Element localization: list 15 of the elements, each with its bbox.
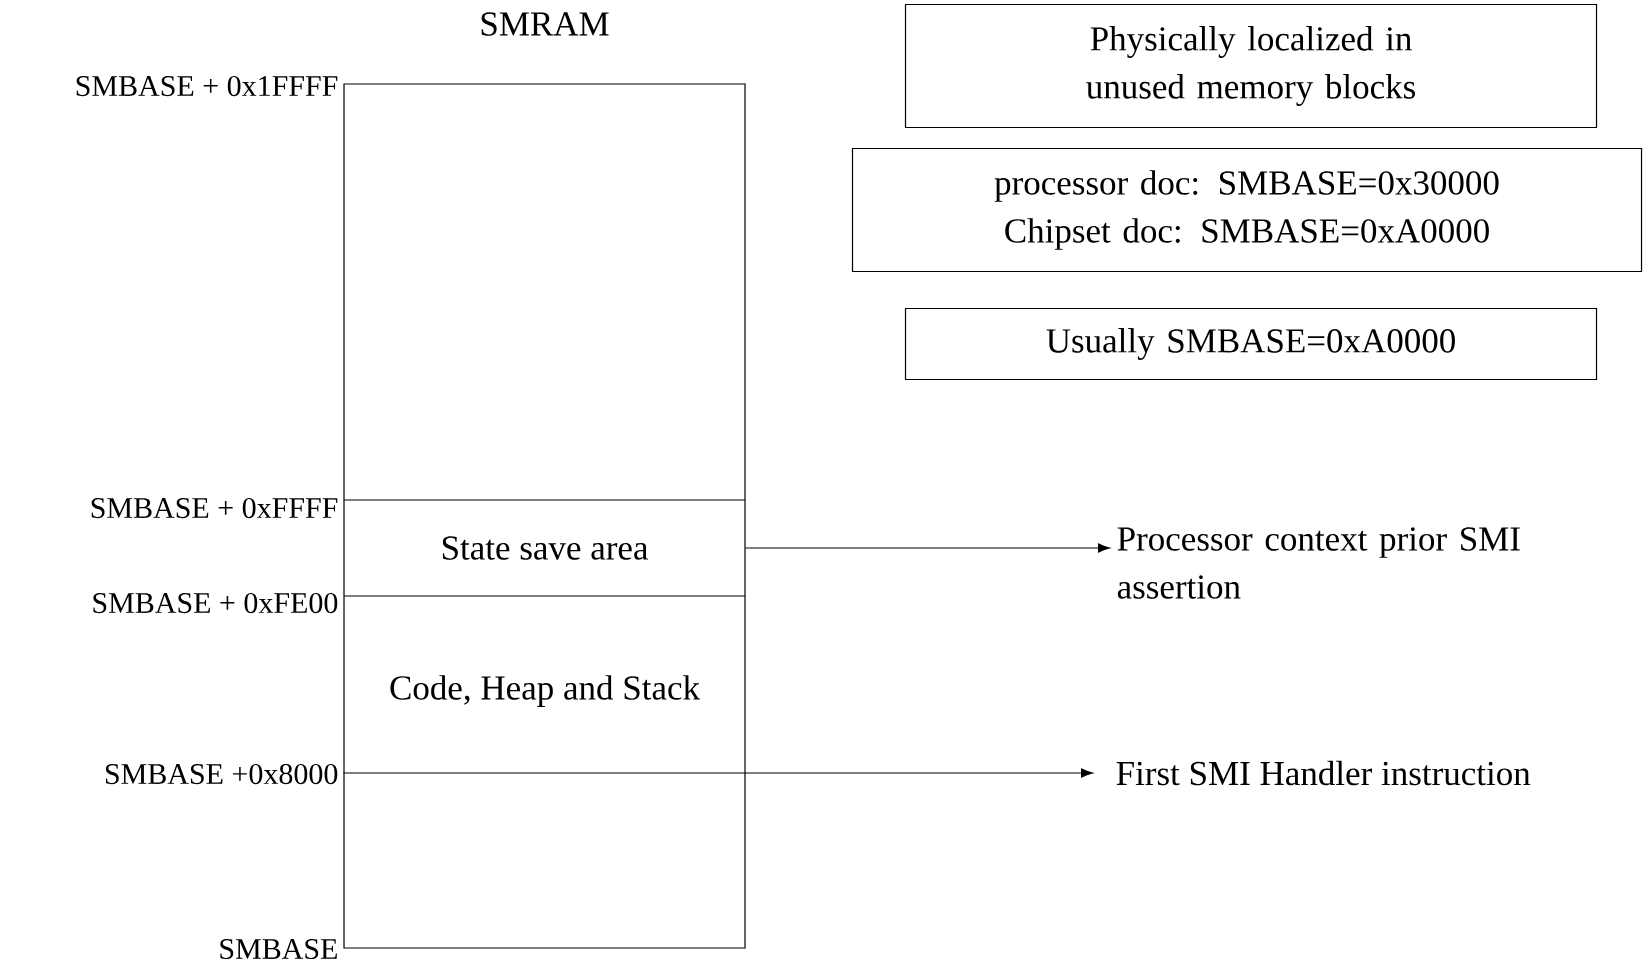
- memory-region: State save area: [343, 499, 746, 560]
- address-label: SMBASE: [220, 938, 337, 960]
- address-label: SMBASE + 0xFFFF: [91, 497, 338, 519]
- description-text: First SMI Handler instruction: [1116, 760, 1531, 786]
- address-label: SMBASE +0x8000: [105, 763, 338, 785]
- address-label: SMBASE + 0xFE00: [93, 592, 338, 614]
- memory-region: Code, Heap and Stack: [343, 595, 746, 707]
- heading: SMRAM: [481, 12, 609, 36]
- note-box: Physically localized in unused memory blocks: [904, 3, 1598, 129]
- note-box: processor doc: SMBASE=0x30000 Chipset doc: SMBASE=0xA0000: [851, 147, 1643, 273]
- note-box: Usually SMBASE=0xA0000: [904, 307, 1598, 381]
- description-text: Processor context prior SMI assertion: [1117, 527, 1520, 599]
- arrow: [745, 543, 1110, 553]
- arrow: [342, 768, 1094, 778]
- address-label: SMBASE + 0x1FFFF: [76, 75, 338, 97]
